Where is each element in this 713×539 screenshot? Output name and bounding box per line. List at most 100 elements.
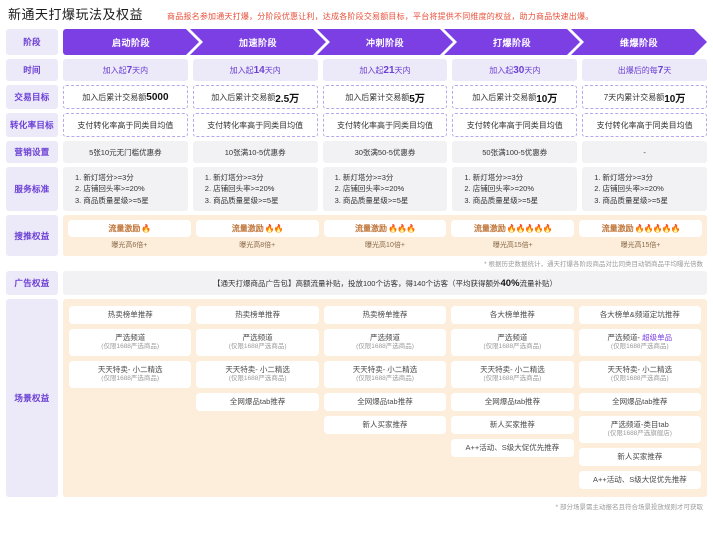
scene-rights-chip[interactable]: 热卖榜单推荐 [69,306,192,325]
scene-rights-chip[interactable]: 严选频道(仅限1688严选商品) [69,329,192,357]
ad-rights-highlight: 40% [500,277,520,289]
ad-rights-prefix: 【通天打爆商品广告包】高额流量补贴，投放100个访客，得140个访客（平均获得额… [212,278,501,288]
scene-rights-chip[interactable]: 各大榜单推荐 [451,306,574,325]
marketing-cell-2: 10张满10-5优惠券 [192,141,318,163]
scene-rights-chip[interactable]: 热卖榜单推荐 [196,306,319,325]
row-scene-rights: 场景权益 热卖榜单推荐严选频道(仅限1688严选商品)天天特卖- 小二精选(仅限… [6,299,707,498]
traffic-exposure-3: 曝光高10倍+ [365,242,405,249]
scene-rights-chip[interactable]: 严选频道-类目tab(仅限1688严选旗舰店) [578,416,702,443]
scene-rights-chip[interactable]: 严选频道(仅限1688严选商品) [323,329,447,357]
traffic-incentive-cell-5: 流量激励🔥🔥🔥🔥🔥 曝光高15倍+ [579,220,702,250]
traffic-exposure-1: 曝光高6倍+ [111,242,148,249]
scene-rights-chip[interactable]: 各大榜单&频道定坑推荐 [578,306,702,325]
stage-arrow-5[interactable]: 维爆阶段 [571,29,707,55]
rowlabel-conversion-goal: 转化率目标 [6,113,58,137]
row-stage: 阶段 启动阶段加速阶段冲刺阶段打爆阶段维爆阶段 [6,29,707,55]
scene-rights-chip[interactable]: 全网爆品tab推荐 [196,392,319,412]
page-subtitle: 商品报名参加通天打爆，分阶段优惠让利，达成各阶段交易额目标，平台将提供不同维度的… [167,12,594,21]
marketing-cell-1: 5张10元无门槛优惠券 [63,141,188,163]
scene-rights-chip[interactable]: 热卖榜单推荐 [323,306,447,325]
stage-arrow-4[interactable]: 打爆阶段 [444,29,580,55]
scene-rights-column-2: 热卖榜单推荐严选频道(仅限1688严选商品) 天天特卖- 小二精选(仅限1688严… [196,306,319,489]
page-title: 新通天打爆玩法及权益 [8,7,144,22]
scene-rights-column-5: 各大榜单&频道定坑推荐严选频道- 超级单品(仅限1688严选商品) 天天特卖- 小… [578,306,702,490]
traffic-incentive-chip-1: 流量激励🔥 [68,220,191,237]
row-conversion-goal: 转化率目标 支付转化率高于同类目均值支付转化率高于同类目均值支付转化率高于同类目… [6,113,707,137]
traffic-exposure-4: 曝光高15倍+ [492,242,533,249]
traffic-incentive-cell-4: 流量激励🔥🔥🔥🔥🔥 曝光高15倍+ [451,220,575,250]
stage-arrow-2[interactable]: 加速阶段 [190,29,326,55]
stage-arrow-3[interactable]: 冲刺阶段 [317,29,453,55]
rowlabel-stage: 阶段 [6,29,58,55]
rowlabel-service: 服务标准 [6,167,58,211]
scene-rights-chip[interactable]: 新人买家推荐 [451,416,574,435]
scene-rights-chip[interactable]: 天天特卖- 小二精选(仅限1688严选商品) [69,361,192,388]
flame-icon: 🔥🔥🔥🔥🔥 [634,224,681,233]
conversion-goal-cell-5: 支付转化率高于同类目均值 [582,113,707,137]
scene-rights-chip[interactable]: 全网爆品tab推荐 [323,392,447,412]
conversion-goal-cell-1: 支付转化率高于同类目均值 [63,113,188,137]
traffic-exposure-5: 曝光高15倍+ [620,242,661,249]
stage-arrow-list: 启动阶段加速阶段冲刺阶段打爆阶段维爆阶段 [63,29,707,55]
search-note-wrap: * 根据历史数据统计，通天打爆各阶段商品对比同类目动销商品平均曝光倍数 [6,256,707,271]
traffic-exposure-2: 曝光高8倍+ [239,242,276,249]
scene-rights-chip[interactable]: 全网爆品tab推荐 [578,392,702,412]
ad-rights-suffix: 流量补贴） [519,278,558,288]
traffic-incentive-chip-3: 流量激励🔥🔥🔥 [323,220,447,237]
scene-rights-column-4: 各大榜单推荐严选频道(仅限1688严选商品) 天天特卖- 小二精选(仅限1688严… [451,306,574,489]
scene-rights-chip[interactable]: A++活动、S级大促优先推荐 [578,471,702,490]
titlebar: 新通天打爆玩法及权益 商品报名参加通天打爆，分阶段优惠让利，达成各阶段交易额目标… [6,0,707,29]
traffic-incentive-chip-4: 流量激励🔥🔥🔥🔥🔥 [451,220,575,237]
stage-arrow-1[interactable]: 启动阶段 [63,29,199,55]
scene-rights-chip[interactable]: 天天特卖- 小二精选(仅限1688严选商品) [196,361,319,388]
scene-rights-chip[interactable]: 全网爆品tab推荐 [451,392,574,412]
flame-icon: 🔥🔥🔥 [388,224,416,233]
scene-rights-chip[interactable]: 天天特卖- 小二精选(仅限1688严选商品) [451,361,574,388]
traffic-incentive-chip-2: 流量激励🔥🔥 [195,220,319,237]
traffic-incentive-cell-3: 流量激励🔥🔥🔥 曝光高10倍+ [323,220,447,250]
scene-rights-chip[interactable]: 严选频道- 超级单品(仅限1688严选商品) [578,329,702,357]
flame-icon: 🔥🔥 [264,224,284,233]
scene-rights-chip[interactable]: 新人买家推荐 [578,447,702,467]
traffic-incentive-chip-5: 流量激励🔥🔥🔥🔥🔥 [579,220,702,237]
marketing-cell-5: - [582,141,707,163]
traffic-incentive-cell-2: 流量激励🔥🔥 曝光高8倍+ [195,220,319,250]
traffic-incentive-band: 流量激励🔥曝光高6倍+流量激励🔥🔥曝光高8倍+流量激励🔥🔥🔥曝光高10倍+流量激… [63,215,707,256]
row-search-rights: 搜推权益 流量激励🔥 曝光高6倍+ 流量激励🔥🔥 曝光高8倍+ 流量激励🔥🔥🔥 曝光高10… [6,215,707,256]
rowlabel-search-rights: 搜推权益 [6,215,58,256]
scene-rights-chip[interactable]: 天天特卖- 小二精选(仅限1688严选商品) [323,361,447,388]
conversion-goal-cell-2: 支付转化率高于同类目均值 [192,113,318,137]
marketing-cell-4: 50张满100-5优惠券 [452,141,578,163]
scene-rights-chip[interactable]: 严选频道(仅限1688严选商品) [451,329,574,357]
conversion-goal-cell-4: 支付转化率高于同类目均值 [452,113,578,137]
ad-rights-text: 【通天打爆商品广告包】高额流量补贴，投放100个访客，得140个访客（平均获得额… [63,271,707,295]
scene-rights-chip[interactable]: 严选频道(仅限1688严选商品) [196,329,319,357]
search-rights-note: * 根据历史数据统计，通天打爆各阶段商品对比同类目动销商品平均曝光倍数 [484,261,703,268]
rowlabel-trade-goal: 交易目标 [6,85,58,109]
conversion-goal-cell-3: 支付转化率高于同类目均值 [322,113,448,137]
scene-rights-band: 热卖榜单推荐严选频道(仅限1688严选商品)天天特卖- 小二精选(仅限1688严… [63,299,707,498]
scene-rights-chip[interactable]: 新人买家推荐 [323,416,447,435]
row-ad-rights: 广告权益 【通天打爆商品广告包】高额流量补贴，投放100个访客，得140个访客（… [6,271,707,295]
scene-rights-chip[interactable]: 天天特卖- 小二精选(仅限1688严选商品) [578,361,702,388]
scene-rights-note: * 部分场景需主动报名且符合场景投放规则才可获取 [555,504,703,512]
scene-rights-chip[interactable]: A++活动、S级大促优先推荐 [451,439,574,458]
